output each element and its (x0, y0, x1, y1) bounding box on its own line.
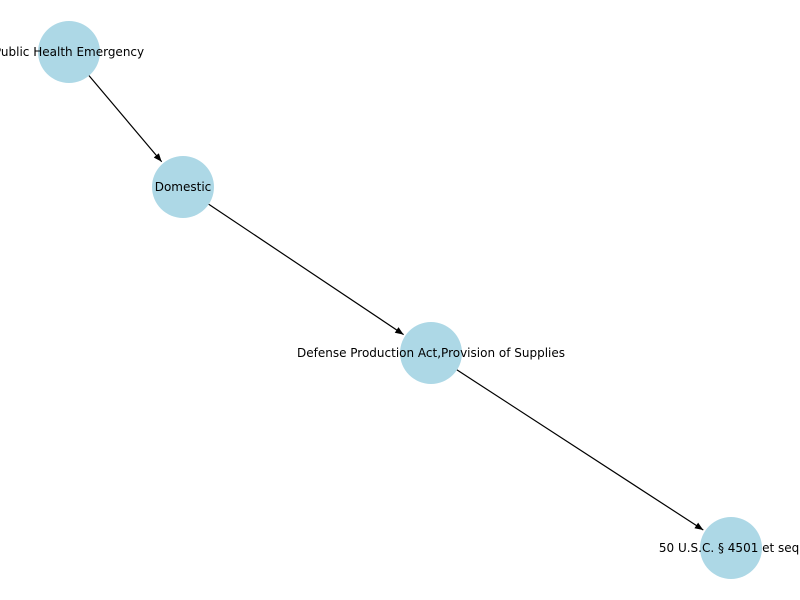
node-label-n4: 50 U.S.C. § 4501 et seq. (659, 541, 800, 555)
node-layer (38, 21, 762, 579)
graph-node-n2 (152, 156, 214, 218)
node-label-n2: Domestic (155, 180, 212, 194)
edge-n2-n3 (205, 202, 404, 336)
edge-layer (86, 73, 704, 531)
graph-node-n1 (38, 21, 100, 83)
node-label-n1: Public Health Emergency (0, 45, 144, 59)
edge-n3-n4 (454, 367, 704, 531)
graph-node-n4 (700, 517, 762, 579)
node-label-n3: Defense Production Act,Provision of Supp… (297, 346, 565, 360)
graph-node-n3 (400, 322, 462, 384)
edge-n1-n2 (86, 73, 163, 163)
